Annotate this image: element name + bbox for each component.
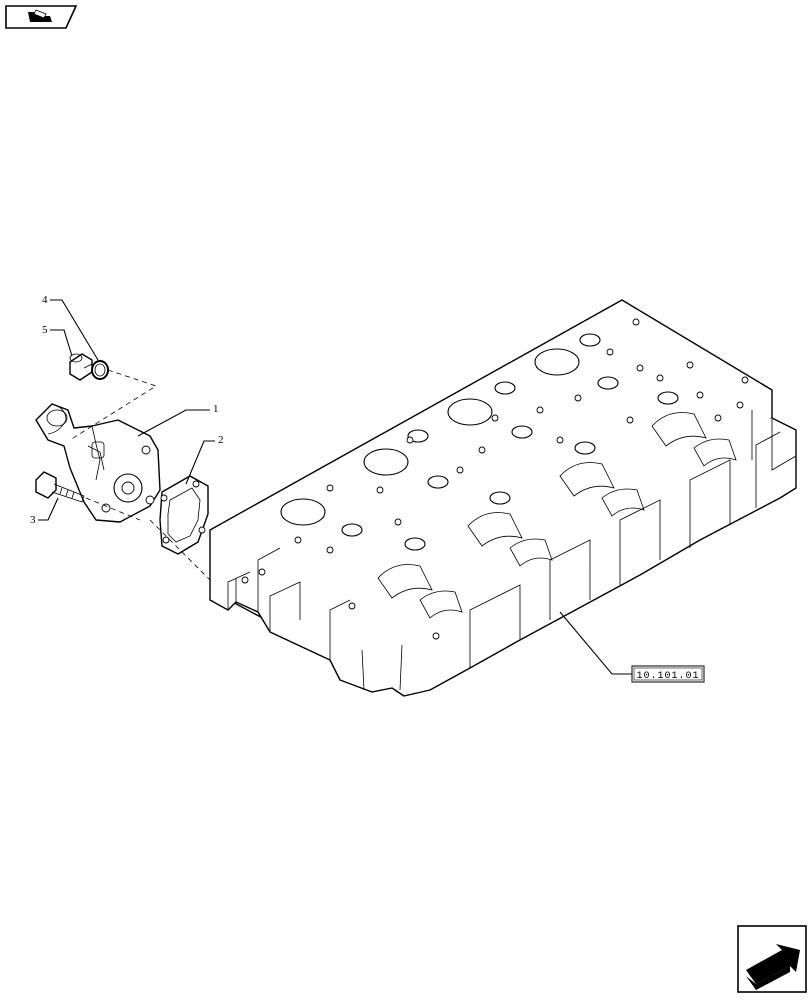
part-5-plug: [69, 353, 93, 381]
callout-3: 3: [30, 497, 59, 526]
next-page-arrow-icon[interactable]: [737, 925, 807, 993]
part-2-gasket: [159, 475, 209, 555]
svg-text:10.101.01: 10.101.01: [636, 671, 699, 682]
cylinder-head: [209, 299, 797, 697]
svg-text:1: 1: [213, 403, 219, 415]
svg-text:2: 2: [218, 434, 224, 446]
svg-text:4: 4: [42, 294, 48, 306]
callout-5: 5: [42, 324, 73, 357]
svg-text:5: 5: [42, 324, 48, 336]
callout-1: 1: [137, 403, 219, 437]
part-4-o-ring: [91, 360, 109, 380]
part-1-thermostat-housing: [35, 403, 161, 523]
callout-2: 2: [185, 434, 224, 485]
svg-text:3: 3: [30, 514, 36, 526]
part-3-bolt: [35, 471, 85, 503]
reference-code-box[interactable]: 10.101.01: [559, 611, 705, 683]
book-nav-icon[interactable]: [5, 5, 78, 29]
callout-4: 4: [42, 294, 99, 361]
assembly-lines: [69, 369, 211, 581]
